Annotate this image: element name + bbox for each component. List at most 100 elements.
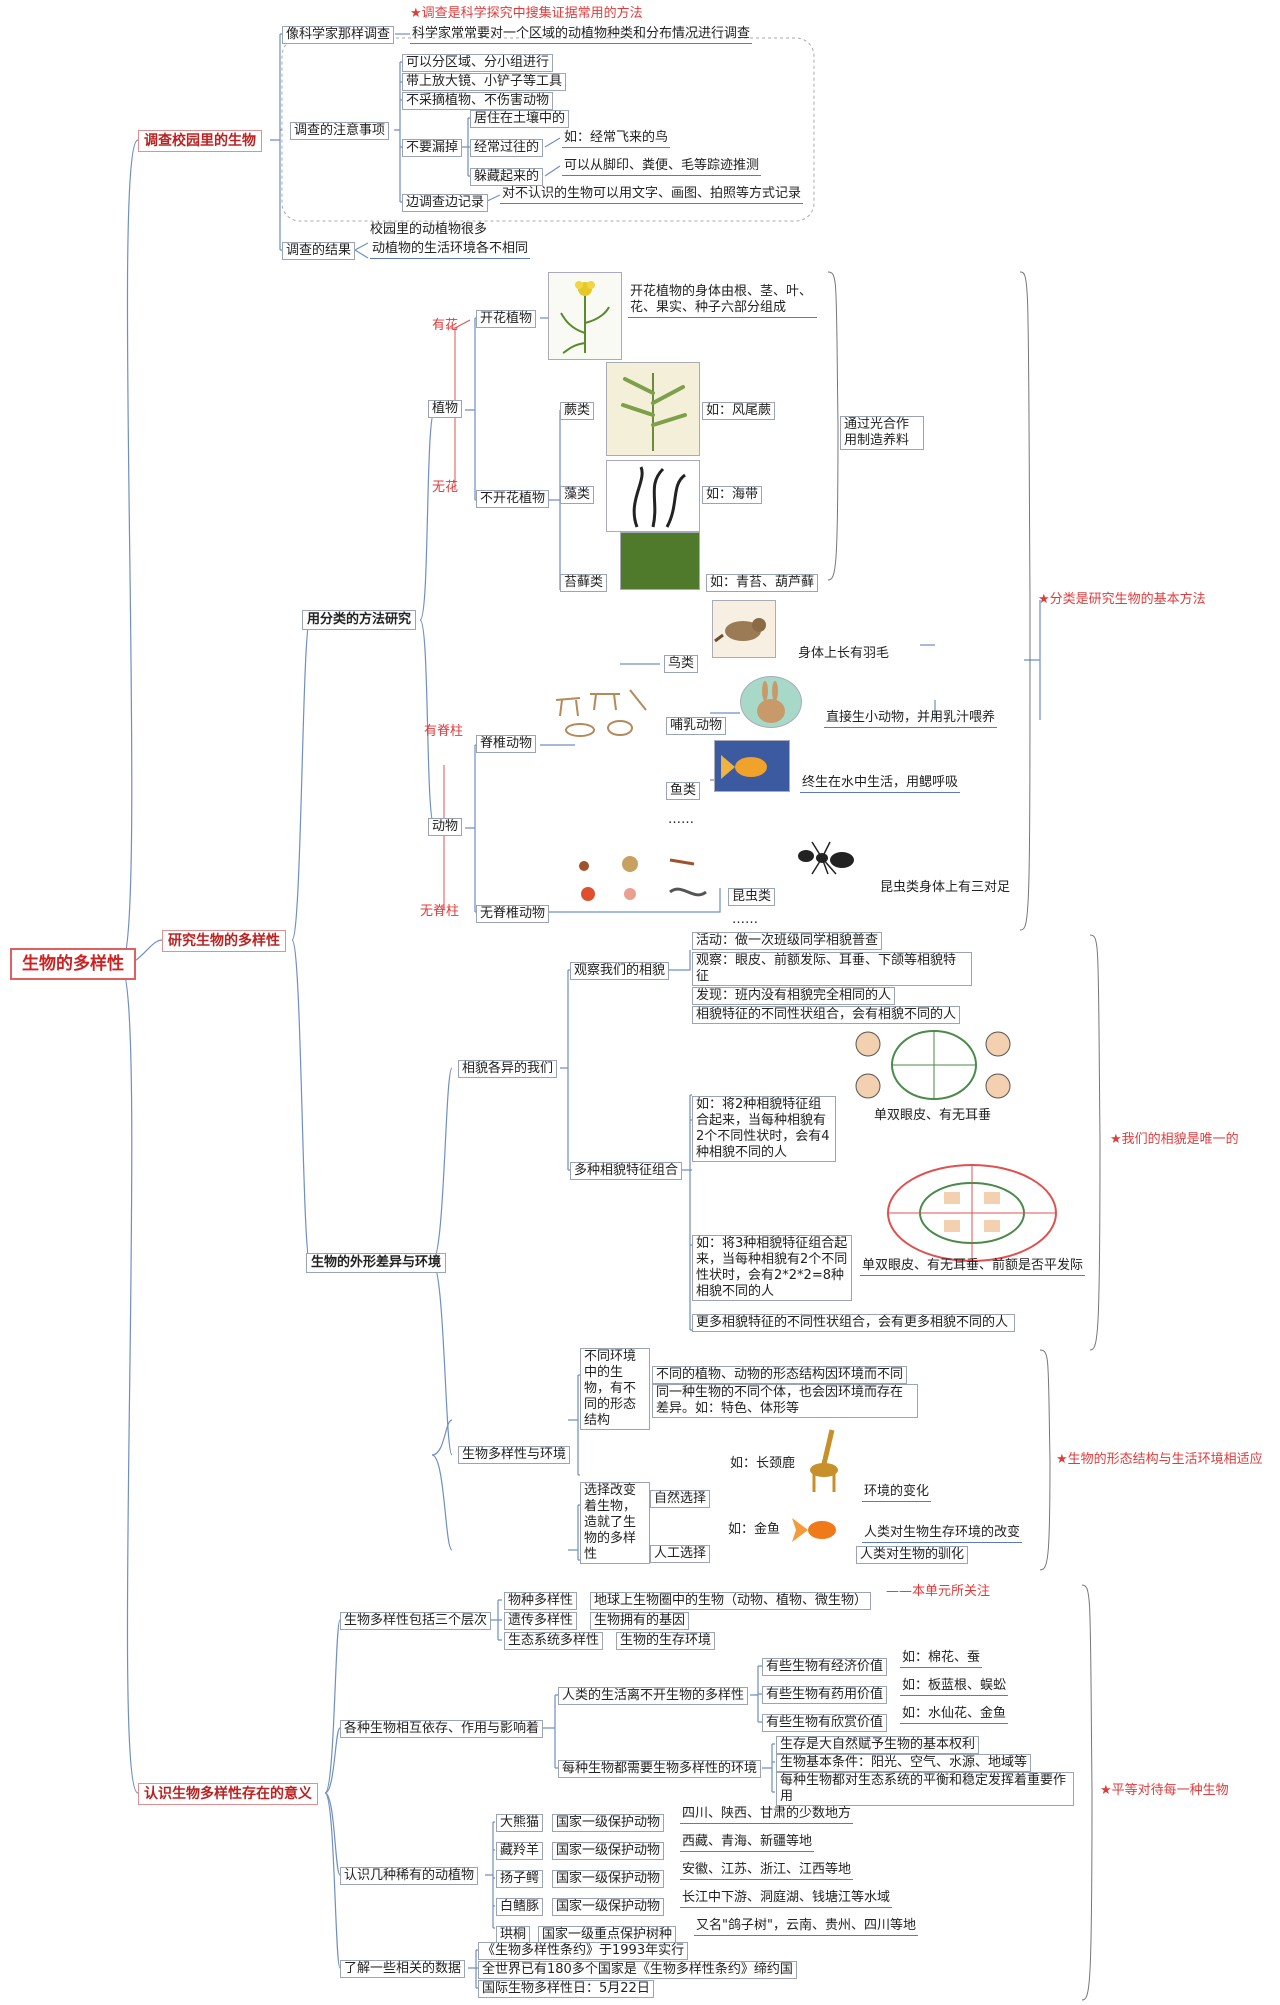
noflower-label: 无花 xyxy=(432,480,459,495)
value-eg: 如：板蓝根、蜈蚣 xyxy=(900,1678,1009,1696)
mammal-desc: 直接生小动物，并用乳汁喂养 xyxy=(824,710,998,728)
rare-name: 扬子鳄 xyxy=(496,1870,544,1888)
artificial-eg: 如：金鱼 xyxy=(728,1522,781,1537)
value-eg: 如：棉花、蚕 xyxy=(900,1650,983,1668)
branch-meaning: 认识生物多样性存在的意义 xyxy=(138,1783,318,1805)
notice-item: 不采摘植物、不伤害动物 xyxy=(402,92,554,110)
depend: 各种生物相互依存、作用与影响着 xyxy=(340,1720,544,1738)
flower-plant-image xyxy=(548,272,622,360)
data-item: 全世界已有180多个国家是《生物多样性条约》缔约国 xyxy=(478,1961,797,1979)
natural-eg: 如：长颈鹿 xyxy=(730,1456,796,1471)
level-note: ——本单元所关注 xyxy=(886,1584,991,1599)
moss-image xyxy=(620,532,700,590)
human-need: 人类的生活离不开生物的多样性 xyxy=(558,1687,749,1705)
invertebrate-node: 无脊椎动物 xyxy=(476,905,550,923)
bird-desc: 身体上长有羽毛 xyxy=(798,646,890,661)
classify-note: ★分类是研究生物的基本方法 xyxy=(1038,592,1206,607)
vertebrate-etc: …… xyxy=(668,812,694,827)
notice-item: 可以分区域、分小组进行 xyxy=(402,54,554,72)
rare-place: 西藏、青海、新疆等地 xyxy=(680,1834,815,1852)
skeleton-images xyxy=(550,680,650,740)
result-item: 动植物的生活环境各不相同 xyxy=(370,241,531,259)
combo-more: 更多相貌特征的不同性状组合，会有更多相貌不同的人 xyxy=(692,1314,1015,1332)
combo-three: 如：将3种相貌特征组合起来，当每种相貌有2个不同性状时，会有2*2*2=8种相貌… xyxy=(692,1235,852,1301)
nonflowering-plant: 不开花植物 xyxy=(476,490,550,508)
plant-node: 植物 xyxy=(428,400,463,418)
observe-finding: 发现：班内没有相貌完全相同的人 xyxy=(692,987,896,1005)
rare-place: 长江中下游、洞庭湖、钱塘江等水域 xyxy=(680,1890,893,1908)
data-item: 国际生物多样性日：5月22日 xyxy=(478,1980,654,1998)
result-item: 校园里的动植物很多 xyxy=(370,222,488,237)
observe-features: 观察：眼皮、前额发际、耳垂、下颌等相貌特征 xyxy=(692,952,972,986)
rare-name: 藏羚羊 xyxy=(496,1842,544,1860)
record-desc: 对不认识的生物可以用文字、画图、拍照等方式记录 xyxy=(500,186,804,204)
diff-env-desc: 不同的植物、动物的形态结构因环境而不同 xyxy=(652,1366,908,1384)
related-data: 了解一些相关的数据 xyxy=(340,1960,466,1978)
data-item: 《生物多样性条约》于1993年实行 xyxy=(478,1942,689,1960)
kelp-image xyxy=(606,460,700,532)
rare-name: 大熊猫 xyxy=(496,1814,544,1832)
level-desc: 生物的生存环境 xyxy=(616,1632,716,1650)
feature-combo: 多种相貌特征组合 xyxy=(570,1162,683,1180)
level-name: 遗传多样性 xyxy=(504,1612,578,1630)
observe-looks: 观察我们的相貌 xyxy=(570,962,670,980)
rare-place: 安徽、江苏、浙江、江西等地 xyxy=(680,1862,854,1880)
artificial-desc: 人类对生物生存环境的改变 xyxy=(862,1525,1023,1543)
flowering-desc: 开花植物的身体由根、茎、叶、花、果实、种子六部分组成 xyxy=(628,284,817,318)
env-note: ★生物的形态结构与生活环境相适应 xyxy=(1056,1452,1263,1467)
combo-two: 如：将2种相貌特征组合起来，当每种相貌有2个不同性状时，会有4种相貌不同的人 xyxy=(692,1096,836,1162)
diff-env-desc2: 同一种生物的不同个体，也会因环境而存在差异。如：特色、体形等 xyxy=(652,1384,918,1418)
selection: 选择改变着生物，造就了生物的多样性 xyxy=(580,1482,650,1564)
novertebra-label: 无脊柱 xyxy=(420,904,460,919)
vertebra-label: 有脊柱 xyxy=(424,724,464,739)
flower-label: 有花 xyxy=(432,318,459,333)
goldfish-image-2 xyxy=(788,1510,852,1550)
bird-image xyxy=(712,600,776,658)
fern-node: 蕨类 xyxy=(560,402,595,420)
value-name: 有些生物有经济价值 xyxy=(762,1658,888,1676)
invertebrate-images xyxy=(570,852,715,908)
rare-level: 国家一级保护动物 xyxy=(552,1814,665,1832)
combo-general: 相貌特征的不同性状组合，会有相貌不同的人 xyxy=(692,1006,961,1024)
classify-method: 用分类的方法研究 xyxy=(302,610,417,630)
need-item: 每种生物都对生态系统的平衡和稳定发挥着重要作用 xyxy=(776,1772,1074,1806)
level-desc: 地球上生物圈中的生物（动物、植物、微生物） xyxy=(590,1592,872,1610)
mammal-node: 哺乳动物 xyxy=(666,717,727,735)
invertebrate-etc: …… xyxy=(732,912,758,927)
natural-desc: 环境的变化 xyxy=(862,1484,932,1502)
three-feature-caption: 单双眼皮、有无耳垂、前额是否平发际 xyxy=(860,1258,1086,1276)
level-desc: 生物拥有的基因 xyxy=(590,1612,690,1630)
rare-name: 珙桐 xyxy=(496,1926,531,1944)
branch-survey: 调查校园里的生物 xyxy=(138,130,262,152)
rare-level: 国家一级保护动物 xyxy=(552,1898,665,1916)
rare-level: 国家一级保护动物 xyxy=(552,1842,665,1860)
notice-item: 带上放大镜、小铲子等工具 xyxy=(402,73,567,91)
value-eg: 如：水仙花、金鱼 xyxy=(900,1706,1009,1724)
appearance-env: 生物的外形差异与环境 xyxy=(306,1253,447,1273)
two-feature-faces xyxy=(848,1024,1020,1106)
not-miss-item: 经常过往的 xyxy=(470,139,544,157)
rabbit-image xyxy=(740,676,802,728)
algae-node: 藻类 xyxy=(560,486,595,504)
natural-selection: 自然选择 xyxy=(650,1490,711,1508)
flowering-plant: 开花植物 xyxy=(476,310,537,328)
value-name: 有些生物有药用价值 xyxy=(762,1686,888,1704)
photosynthesis: 通过光合作用制造养料 xyxy=(840,416,924,450)
insect-node: 昆虫类 xyxy=(728,888,776,906)
hidden-eg: 可以从脚印、粪便、毛等踪迹推测 xyxy=(562,158,762,176)
algae-example: 如：海带 xyxy=(702,486,763,504)
two-feature-caption: 单双眼皮、有无耳垂 xyxy=(874,1108,992,1123)
need-item: 生存是大自然赋予生物的基本权利 xyxy=(776,1736,980,1754)
rare-species: 认识几种稀有的动植物 xyxy=(340,1867,479,1885)
bird-node: 鸟类 xyxy=(664,655,699,673)
need-item: 生物基本条件：阳光、空气、水源、地域等 xyxy=(776,1754,1032,1772)
branch-research: 研究生物的多样性 xyxy=(162,930,286,952)
species-need: 每种生物都需要生物多样性的环境 xyxy=(558,1760,762,1778)
survey-result: 调查的结果 xyxy=(282,242,356,260)
like-scientist: 像科学家那样调查 xyxy=(282,26,395,44)
rare-name: 白鳍豚 xyxy=(496,1898,544,1916)
not-miss: 不要漏掉 xyxy=(402,139,463,157)
rare-place: 四川、陕西、甘肃的少数地方 xyxy=(680,1806,854,1824)
